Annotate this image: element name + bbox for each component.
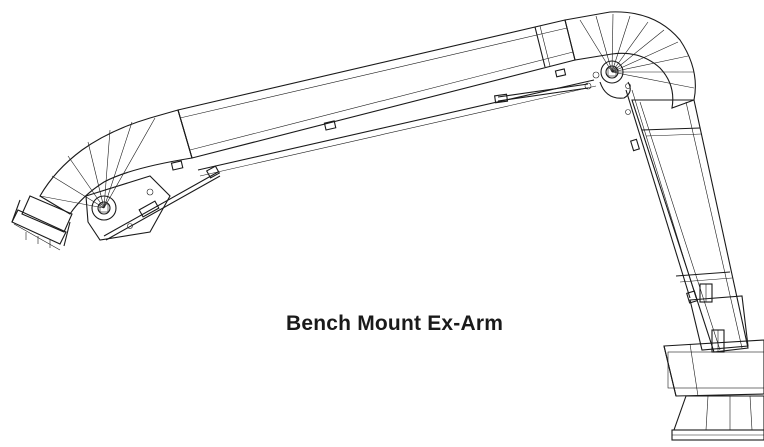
column-tube — [625, 89, 749, 353]
diagram-caption: Bench Mount Ex-Arm — [286, 312, 504, 335]
upper-elbow — [564, 11, 696, 109]
upper-boom — [170, 19, 597, 177]
lower-elbow — [39, 109, 221, 241]
bench-mount-base — [663, 339, 764, 441]
hood-flange — [11, 195, 73, 251]
